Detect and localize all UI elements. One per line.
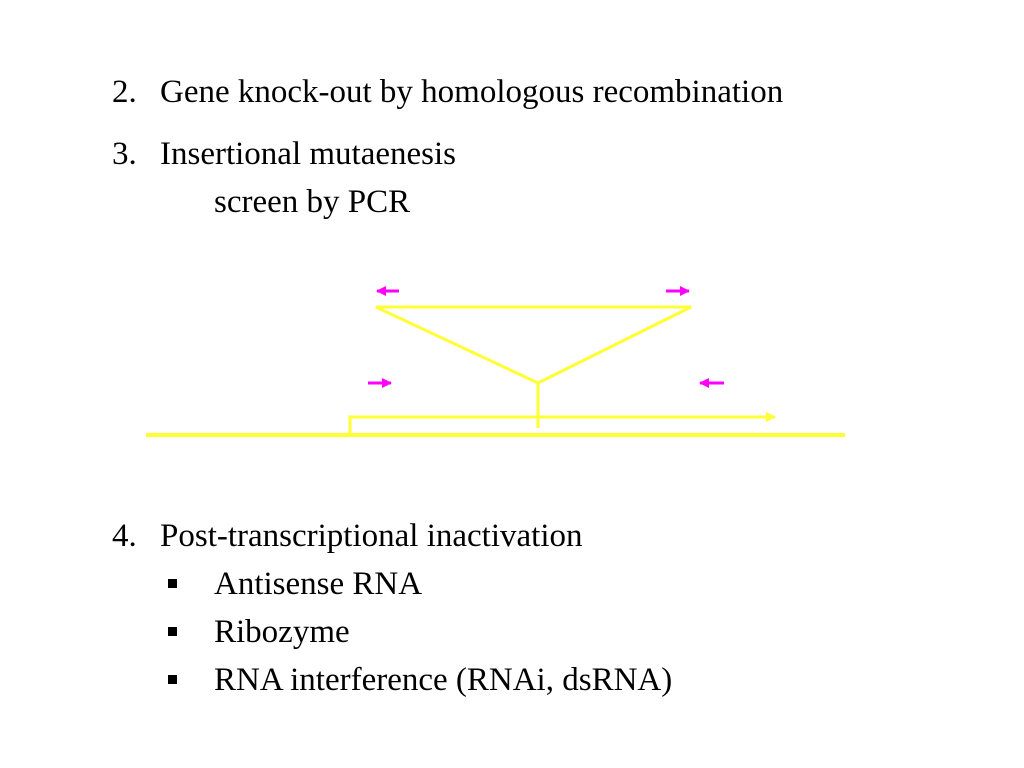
insertion-element — [375, 305, 692, 385]
gene-transcript-arrow — [348, 412, 776, 435]
item-3: 3. Insertional mutaenesis — [112, 134, 456, 174]
bullet-item: Ribozyme — [168, 612, 768, 652]
item-3-number: 3. — [112, 136, 137, 172]
item-4-number: 4. — [112, 518, 137, 554]
bullet-item: Antisense RNA — [168, 564, 768, 604]
item-2: 2. Gene knock-out by homologous recombina… — [112, 72, 783, 112]
square-bullet-icon — [168, 627, 177, 636]
item-4: 4. Post-transcriptional inactivation — [112, 516, 583, 556]
item-3-text: Insertional mutaenesis — [160, 136, 457, 172]
bullet-text: Ribozyme — [214, 614, 350, 650]
bullet-item: RNA interference (RNAi, dsRNA) — [168, 660, 868, 700]
item-3-subtext: screen by PCR — [214, 184, 411, 220]
square-bullet-icon — [168, 579, 177, 588]
square-bullet-icon — [168, 675, 177, 684]
item-2-number: 2. — [112, 74, 137, 110]
bullet-text: RNA interference (RNAi, dsRNA) — [214, 662, 673, 698]
item-2-text: Gene knock-out by homologous recombinati… — [160, 74, 784, 110]
bullet-text: Antisense RNA — [214, 566, 423, 602]
item-4-text: Post-transcriptional inactivation — [160, 518, 583, 554]
